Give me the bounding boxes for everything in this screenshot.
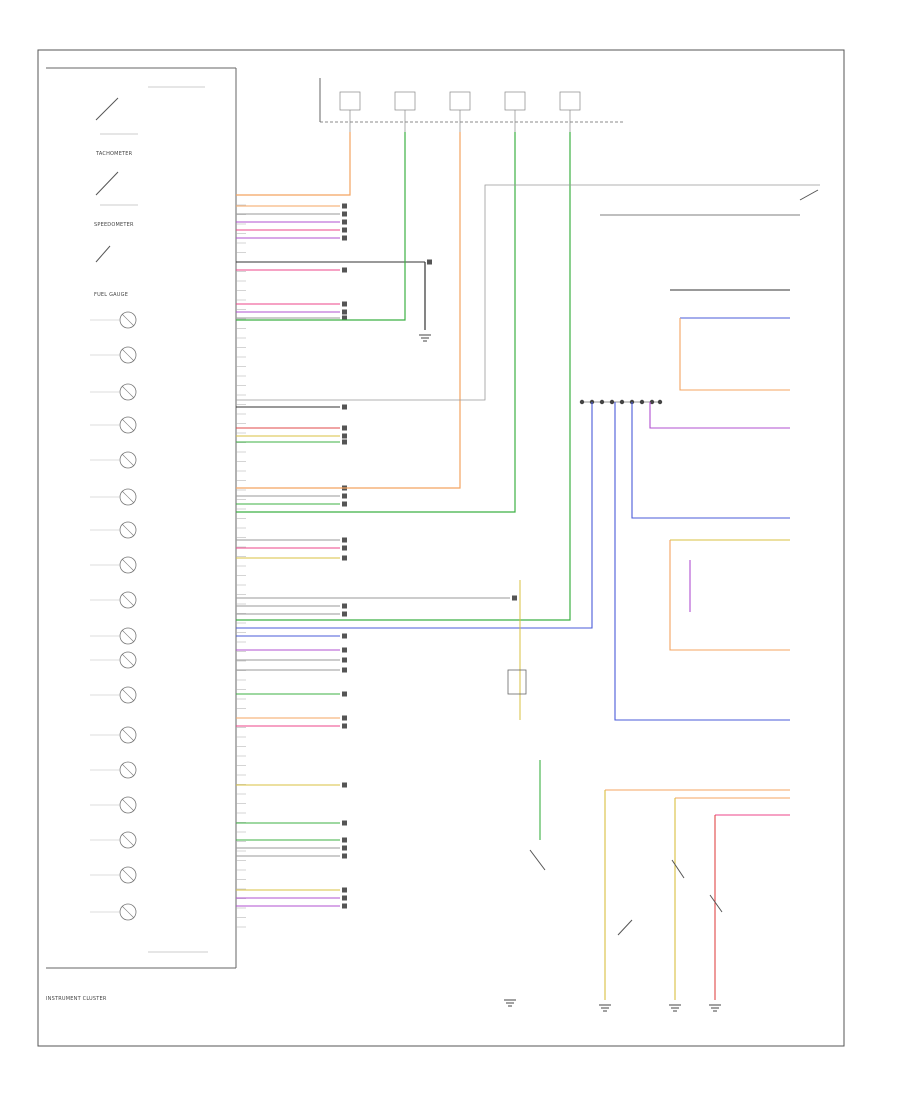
connector-terminal: [342, 895, 347, 901]
connector-terminal: [342, 691, 347, 697]
connector-terminal: [342, 657, 347, 663]
lamp-cross-icon: [121, 490, 135, 504]
splice-node: [609, 399, 615, 405]
connector-terminal: [342, 315, 347, 321]
connector-terminal: [342, 235, 347, 241]
connector-terminal: [342, 715, 347, 721]
cluster-output-wires: [236, 203, 517, 909]
connector-terminal: [342, 845, 347, 851]
connector-terminal: [342, 782, 347, 788]
connector-terminal: [342, 837, 347, 843]
connector-terminal: [342, 425, 347, 431]
splice-node: [649, 399, 655, 405]
ground-symbols: [419, 334, 721, 1012]
connector-terminal: [342, 555, 347, 561]
tachometer-label: TACHOMETER: [95, 151, 133, 157]
connector-terminal: [342, 537, 347, 543]
connector-terminal: [342, 611, 347, 617]
connector-terminal: [342, 603, 347, 609]
connector-terminal: [342, 301, 347, 307]
splice-node: [639, 399, 645, 405]
gauge-speedometer: SPEEDOMETER: [94, 171, 138, 228]
lamp-cross-icon: [121, 385, 135, 399]
connector-terminal: [342, 887, 347, 893]
lamp-cross-icon: [121, 523, 135, 537]
lamp-cross-icon: [121, 348, 135, 362]
splice-node: [657, 399, 663, 405]
cluster-title: INSTRUMENT CLUSTER: [46, 996, 107, 1002]
fuse-icon: [339, 91, 361, 111]
fuse-icon: [449, 91, 471, 111]
diagram-frame: [37, 49, 845, 1047]
gauge-fuel: FUEL GAUGE: [94, 245, 128, 298]
lamp-cross-icon: [121, 629, 135, 643]
lamp-cross-icon: [121, 763, 135, 777]
lamp-cross-icon: [121, 653, 135, 667]
instrument-cluster-box: [46, 67, 237, 969]
splice-node: [599, 399, 605, 405]
connector-terminal: [342, 493, 347, 499]
fuse-icon: [394, 91, 416, 111]
lamp-cross-icon: [121, 418, 135, 432]
connector-terminal: [342, 267, 347, 273]
lamp-cross-icon: [121, 593, 135, 607]
connector-terminal: [342, 723, 347, 729]
connector-terminal: [342, 545, 347, 551]
connector-terminal: [342, 309, 347, 315]
connector-terminal: [342, 647, 347, 653]
connector-terminal: [342, 439, 347, 445]
connector-terminal: [342, 633, 347, 639]
lamp-cross-icon: [121, 453, 135, 467]
lamp-cross-icon: [121, 833, 135, 847]
connector-terminal: [342, 667, 347, 673]
indicator-lamps: [90, 311, 137, 921]
splice-node: [619, 399, 625, 405]
cluster-connector-pins: [236, 204, 246, 928]
connector-terminal: [342, 404, 347, 410]
gauge-tachometer: TACHOMETER: [95, 97, 138, 157]
connector-terminal: [427, 259, 432, 265]
connector-terminal: [342, 203, 347, 209]
fuel-gauge-label: FUEL GAUGE: [94, 292, 128, 298]
connector-terminal: [342, 219, 347, 225]
switch-symbols: [507, 189, 819, 936]
right-side-wires: [236, 214, 800, 1000]
splice-node: [579, 399, 585, 405]
connector-terminal: [342, 820, 347, 826]
connector-terminal: [342, 501, 347, 507]
speedometer-label: SPEEDOMETER: [94, 222, 134, 228]
connector-terminal: [342, 903, 347, 909]
lamp-cross-icon: [121, 688, 135, 702]
lamp-cross-icon: [121, 905, 135, 919]
lamp-cross-icon: [121, 313, 135, 327]
connector-terminal: [342, 211, 347, 217]
lamp-cross-icon: [121, 558, 135, 572]
connector-terminal: [342, 433, 347, 439]
lamp-cross-icon: [121, 868, 135, 882]
fuse-icon: [559, 91, 581, 111]
connector-terminal: [342, 853, 347, 859]
lamp-cross-icon: [121, 798, 135, 812]
fuse-icon: [504, 91, 526, 111]
connector-terminal: [512, 595, 517, 601]
lamp-cross-icon: [121, 728, 135, 742]
fuse-feed-wires: [236, 132, 820, 621]
connector-terminal: [342, 227, 347, 233]
fuse-panel: [319, 78, 625, 132]
